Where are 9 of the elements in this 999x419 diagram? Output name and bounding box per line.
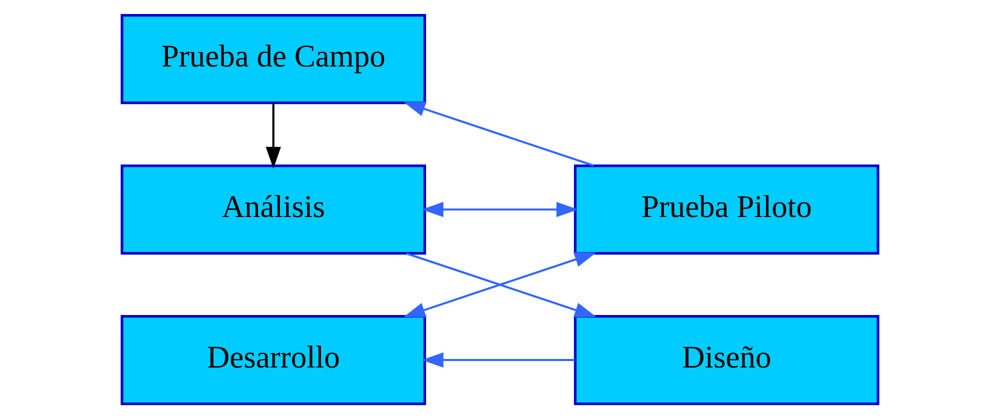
arrow: [402, 102, 594, 166]
node-box: Prueba Piloto: [573, 164, 879, 255]
node-box: Desarrollo: [120, 314, 426, 406]
node-box: Diseño: [573, 314, 879, 406]
arrow: [421, 352, 574, 368]
node-box: Análisis: [120, 164, 426, 255]
arrow: [421, 202, 578, 218]
arrow: [265, 103, 280, 169]
node-box: Prueba de Campo: [120, 14, 426, 104]
